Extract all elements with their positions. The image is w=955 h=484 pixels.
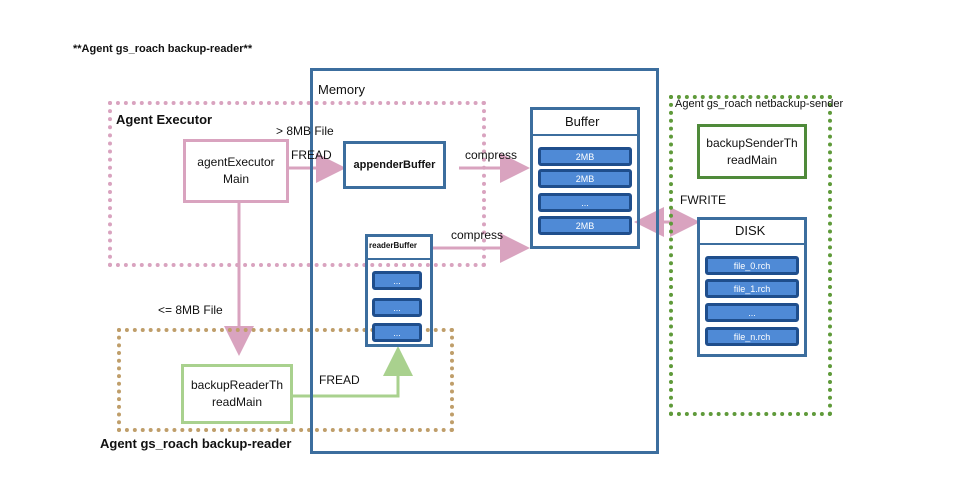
reader-buffer-cell: ...	[372, 271, 422, 290]
top-caption: **Agent gs_roach backup-reader**	[73, 43, 253, 55]
disk-cell: file_1.rch	[705, 279, 799, 298]
buffer-cell: 2MB	[538, 216, 632, 235]
reader-buffer-title: readerBuffer	[369, 241, 418, 250]
buffer-cell: ...	[538, 193, 632, 212]
disk-title: DISK	[735, 223, 766, 238]
disk-cell: ...	[705, 303, 799, 322]
arrow-reader-to-readerbuffer	[293, 346, 413, 398]
fread-top-label: FREAD	[291, 148, 332, 162]
fread-bottom-label: FREAD	[319, 373, 360, 387]
fwrite-label: FWRITE	[680, 193, 726, 207]
backup-reader-thread-box: backupReaderTh readMain	[181, 364, 293, 424]
buffer-cell: 2MB	[538, 169, 632, 188]
reader-buffer-cell: ...	[372, 298, 422, 317]
appender-buffer-label: appenderBuffer	[353, 159, 436, 171]
compress-bottom-label: compress	[451, 228, 504, 242]
buffer-cell: 2MB	[538, 147, 632, 166]
disk-cell: file_n.rch	[705, 327, 799, 346]
disk-cell: file_0.rch	[705, 256, 799, 275]
agent-executor-main-label: agentExecutor Main	[197, 155, 275, 186]
reader-buffer-cell: ...	[372, 323, 422, 342]
le-8mb-file-label: <= 8MB File	[158, 303, 223, 317]
disk-header-line	[697, 243, 807, 245]
memory-title: Memory	[318, 82, 365, 97]
backup-reader-title: Agent gs_roach backup-reader	[100, 436, 292, 451]
reader-buffer-box	[365, 234, 433, 347]
netbackup-sender-title: Agent gs_roach netbackup-sender	[675, 98, 844, 110]
buffer-header-line	[530, 134, 640, 136]
agent-executor-main-box: agentExecutor Main	[183, 139, 289, 203]
disk-box	[697, 217, 807, 357]
backup-sender-thread-label: backupSenderTh readMain	[706, 135, 798, 167]
netbackup-sender-container	[669, 95, 832, 416]
memory-box	[310, 68, 659, 454]
reader-buffer-header-line	[365, 258, 433, 260]
backup-sender-thread-box: backupSenderTh readMain	[697, 124, 807, 179]
buffer-title: Buffer	[565, 114, 600, 129]
backup-reader-container	[117, 328, 454, 432]
gt-8mb-file-label: > 8MB File	[276, 124, 334, 138]
appender-buffer-box: appenderBuffer	[343, 141, 446, 189]
backup-reader-thread-label: backupReaderTh readMain	[190, 378, 284, 409]
agent-executor-container	[108, 101, 486, 267]
agent-executor-title: Agent Executor	[116, 112, 213, 127]
compress-top-label: compress	[465, 148, 518, 162]
buffer-box	[530, 107, 640, 249]
